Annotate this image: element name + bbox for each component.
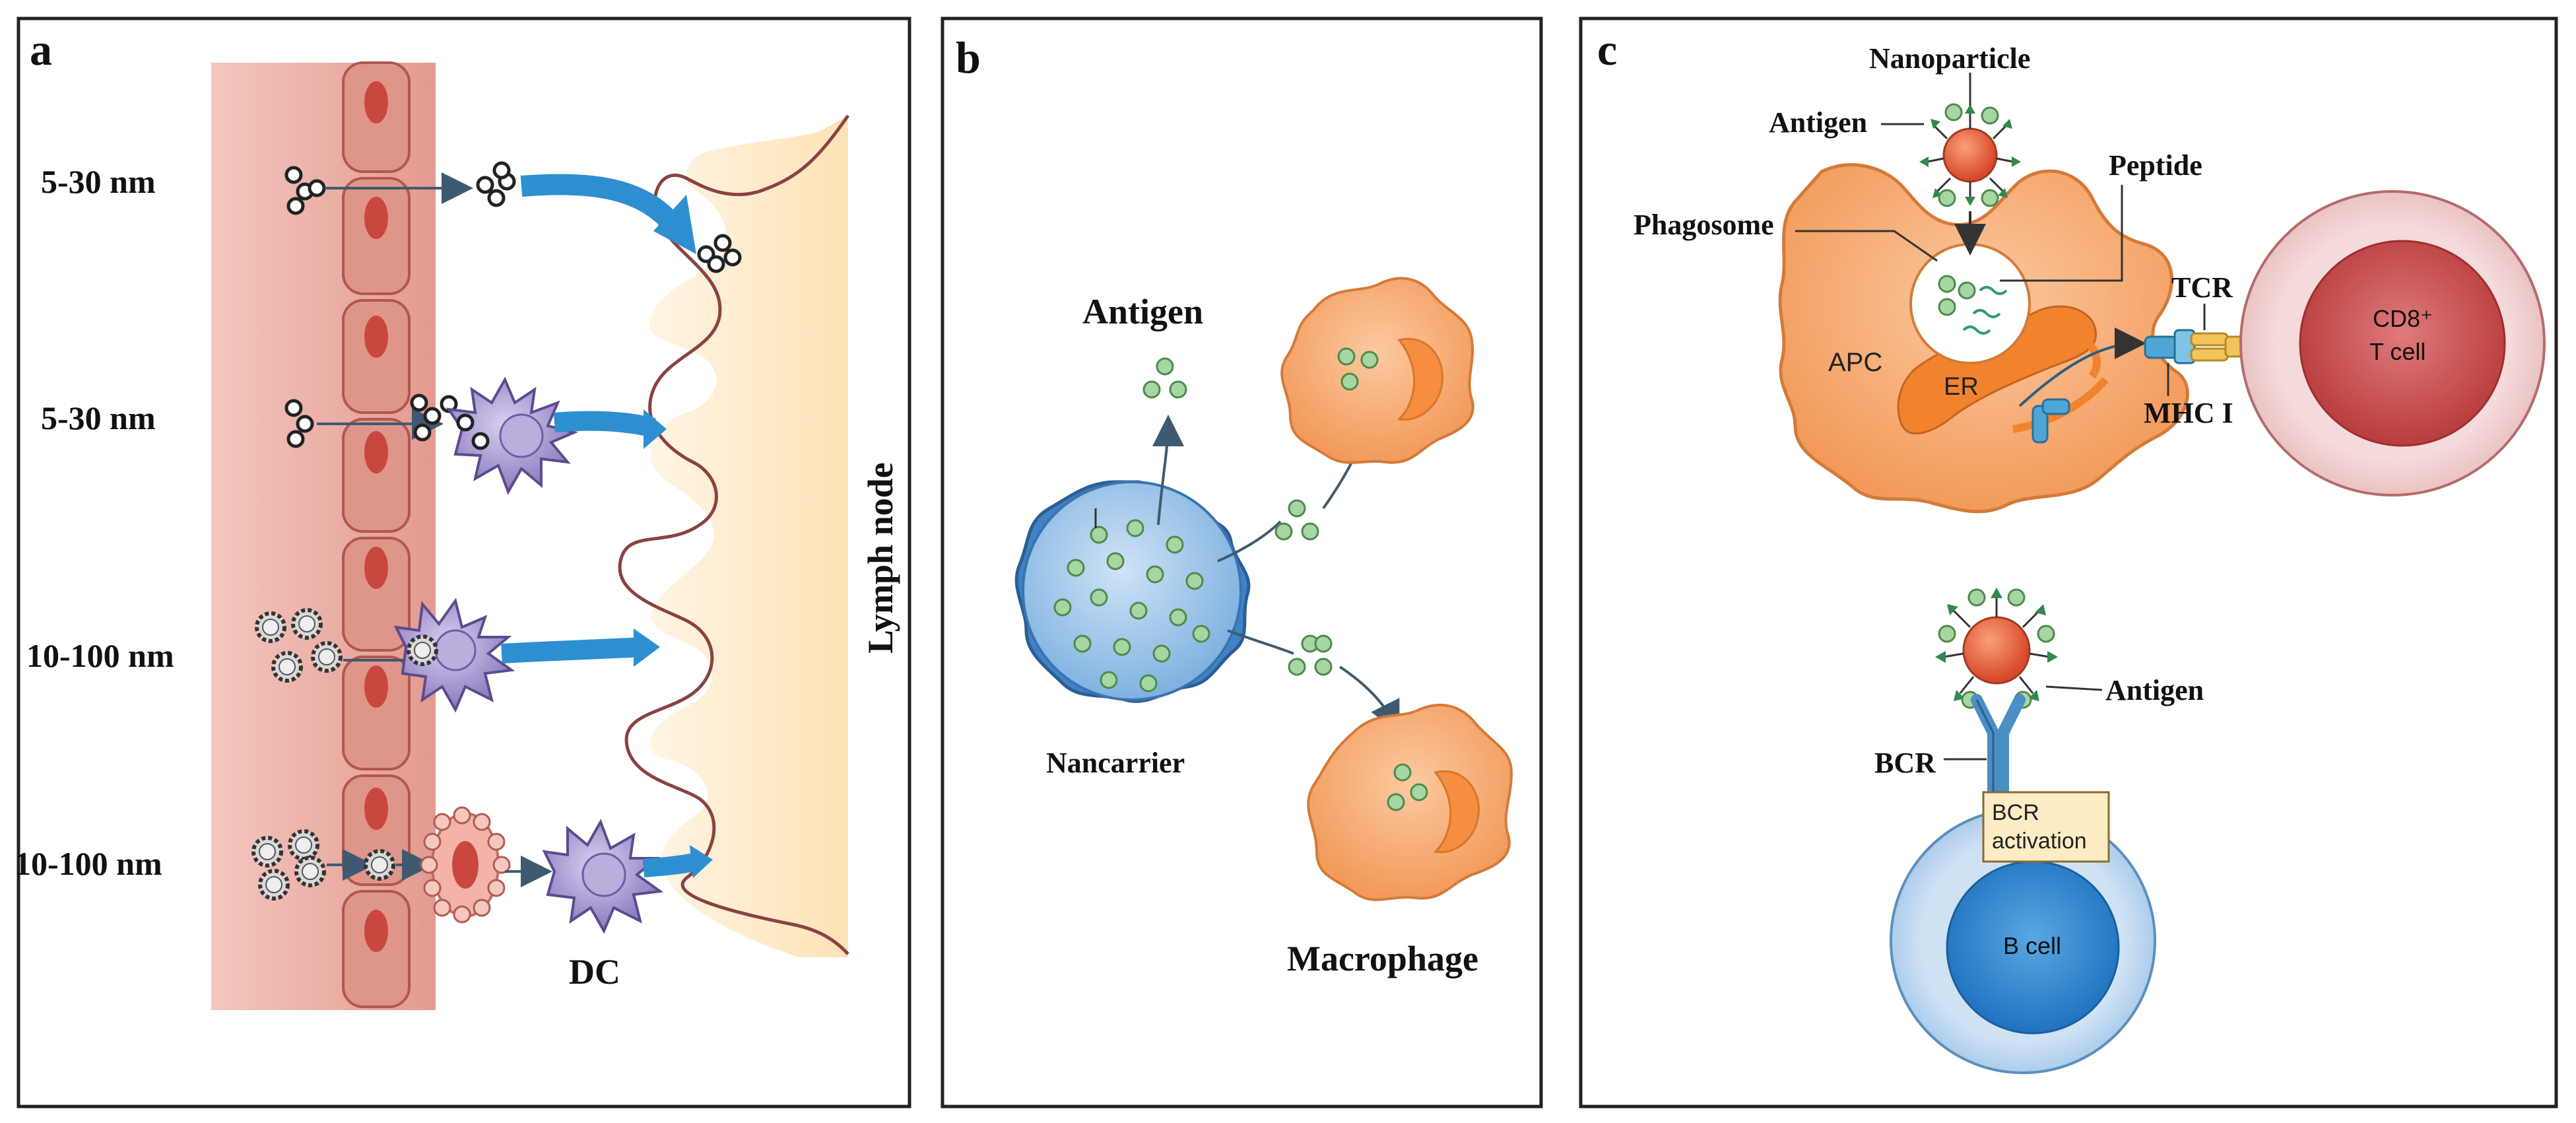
- nanocarrier: [1014, 480, 1251, 703]
- panel-a: a 5-30 nm 5-30 nm 10-100 nm: [15, 17, 911, 1108]
- macrophage-2: [1307, 704, 1513, 901]
- size-label-2: 5-30 nm: [41, 399, 156, 436]
- panel-c-letter: c: [1597, 24, 1617, 75]
- phagosome: [1909, 243, 2031, 364]
- bcr-receptor: [1971, 694, 2026, 798]
- size-label-1: 5-30 nm: [41, 163, 156, 200]
- bcr-activation-line2: activation: [1992, 829, 2087, 854]
- size-label-4: 10-100 nm: [15, 845, 162, 882]
- peptide-label: Peptide: [2109, 149, 2202, 182]
- lymph-node: [649, 116, 848, 957]
- mhc-label: MHC I: [2144, 397, 2233, 429]
- dc-label: DC: [569, 952, 620, 992]
- row2-dc: [286, 376, 667, 495]
- t-cell-nucleus: [2299, 240, 2506, 447]
- apc-label: APC: [1828, 348, 1882, 377]
- nanoparticle-bottom: [1935, 588, 2058, 709]
- bcr-activation-box: [1982, 791, 2110, 863]
- tcr-label: TCR: [2171, 271, 2233, 304]
- antigen-label-b: Antigen: [1082, 292, 1203, 331]
- size-label-3: 10-100 nm: [26, 637, 174, 674]
- row1-particles: [286, 163, 740, 271]
- nanoparticle-label: Nanoparticle: [1869, 42, 2030, 75]
- macrophage-label: Macrophage: [1287, 939, 1478, 978]
- tcell-label-2: T cell: [2369, 338, 2426, 365]
- tcell-label-1: CD8⁺: [2373, 305, 2433, 332]
- bcr-label: BCR: [1874, 747, 1936, 779]
- panel-b-letter: b: [956, 32, 981, 83]
- antigen-top-label: Antigen: [1769, 106, 1867, 139]
- bcr-activation-line1: BCR: [1992, 800, 2039, 825]
- lymph-node-label: Lymph node: [861, 462, 900, 654]
- lymph-node-border: [618, 114, 850, 955]
- er-label: ER: [1944, 373, 1979, 401]
- row4-dc: DC: [253, 806, 713, 992]
- phagosome-label: Phagosome: [1634, 209, 1774, 241]
- nanocarrier-label: Nancarrier: [1046, 747, 1185, 779]
- panel-b: b Antigen Nancarrier: [941, 17, 1543, 1108]
- panel-c: c APC ER Phagosome Peptide: [1579, 17, 2558, 1108]
- mhc-tcr-complex: [2144, 329, 2247, 364]
- mhc-molecule-er: [2031, 398, 2070, 444]
- endothelial-layer: [342, 61, 411, 1008]
- row3-dc: [257, 597, 660, 713]
- bcell-label: B cell: [2003, 932, 2061, 959]
- antigen-bottom-label: Antigen: [2105, 674, 2204, 706]
- nanoparticle-top: [1919, 103, 2021, 207]
- macrophage-1: [1280, 277, 1474, 464]
- panel-a-letter: a: [30, 24, 52, 75]
